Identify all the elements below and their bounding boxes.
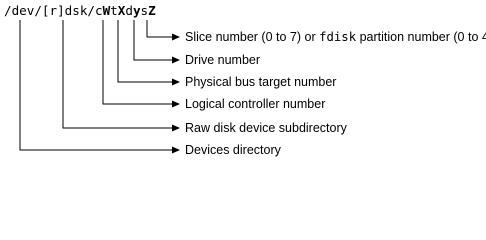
slice-label: Slice number (0 to 7) or fdisk partition… [185, 30, 486, 44]
path-prefix: /dev/[r]dsk/c [4, 3, 103, 18]
devices-label: Devices directory [185, 143, 282, 157]
path-w: W [103, 3, 111, 18]
path-y: y [133, 3, 141, 18]
disk-naming-diagram: /dev/[r]dsk/cWtXdysZ Slice number (0 to … [4, 3, 486, 157]
path-s: s [141, 3, 149, 18]
controller-connector [102, 20, 180, 108]
devices-connector [19, 20, 180, 154]
svg-text:/dev/[r]dsk/cWtXdysZ: /dev/[r]dsk/cWtXdysZ [4, 3, 156, 18]
target-label: Physical bus target number [185, 75, 336, 89]
controller-label: Logical controller number [185, 97, 325, 111]
path-t: t [110, 3, 118, 18]
slice-connector [146, 20, 180, 41]
target-connector [117, 20, 180, 86]
raw-label: Raw disk device subdirectory [185, 121, 348, 135]
device-path: /dev/[r]dsk/cWtXdysZ [4, 3, 156, 18]
path-z: Z [148, 3, 156, 18]
path-x: X [118, 3, 126, 18]
raw-connector [62, 20, 180, 132]
fdisk-command: fdisk [319, 30, 357, 44]
path-d: d [125, 3, 133, 18]
drive-label: Drive number [185, 53, 260, 67]
drive-connector [133, 20, 180, 64]
